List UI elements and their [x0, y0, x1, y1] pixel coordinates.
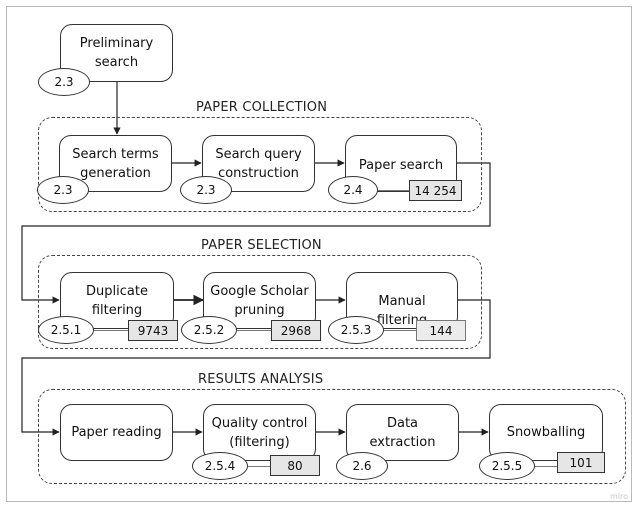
group-paper-selection [38, 255, 482, 349]
step-label-line1: Search terms [72, 146, 159, 162]
step-label-line2: construction [218, 165, 299, 181]
ref-badge-query-construction: 2.3 [180, 176, 232, 204]
step-label-line1: Data extraction [369, 415, 436, 450]
miro-watermark: miro [609, 492, 628, 501]
ref-badge-duplicate: 2.5.1 [38, 316, 94, 344]
ref-badge-preliminary: 2.3 [38, 68, 90, 96]
step-label-line1: Paper reading [71, 425, 162, 440]
step-label-line2: (filtering) [229, 435, 290, 450]
count-badge-snowballing: 101 [557, 452, 605, 473]
step-paper-reading: Paper reading [60, 404, 173, 461]
step-quality-control: Quality control (filtering) [203, 404, 316, 461]
step-snowballing: Snowballing [489, 404, 603, 461]
ref-badge-search-terms: 2.3 [37, 176, 89, 204]
count-badge-scholar: 2968 [271, 320, 321, 341]
connector-collection-to-selection [21, 162, 491, 304]
count-connector [248, 466, 270, 467]
step-label-line2: filtering [91, 302, 143, 318]
step-label-line1: Google Scholar [210, 283, 309, 299]
ref-badge-manual: 2.5.3 [328, 316, 384, 344]
step-label-line1: Duplicate [86, 283, 148, 299]
section-title-analysis: RESULTS ANALYSIS [198, 372, 324, 387]
count-badge-manual: 144 [416, 320, 466, 341]
step-label-line1: Preliminary [79, 36, 154, 51]
ref-badge-snowballing: 2.5.5 [479, 452, 535, 480]
diagram-frame [6, 6, 632, 502]
step-label-line2: search [94, 55, 139, 70]
step-label-line2: pruning [234, 302, 285, 318]
count-badge-paper-search: 14 254 [409, 180, 462, 201]
ref-badge-paper-search: 2.4 [328, 176, 378, 204]
ref-badge-extraction: 2.6 [336, 452, 388, 480]
section-title-collection: PAPER COLLECTION [196, 100, 328, 115]
count-connector [378, 190, 409, 191]
ref-badge-quality: 2.5.4 [192, 452, 248, 480]
count-badge-quality: 80 [270, 455, 320, 476]
step-label-line1: Snowballing [506, 425, 586, 440]
group-paper-collection [38, 117, 482, 212]
step-label-line1: Search query [215, 146, 302, 162]
group-results-analysis [38, 389, 626, 484]
connector-selection-to-analysis [21, 299, 491, 436]
step-label-line1: Manual filtering [376, 294, 428, 328]
step-duplicate-filtering: Duplicate filtering [60, 272, 174, 329]
count-badge-duplicate: 9743 [128, 320, 178, 341]
step-label-line1: Paper search [358, 158, 444, 173]
count-connector [535, 466, 557, 467]
step-label-line1: Quality control [211, 416, 308, 431]
count-connector [237, 330, 271, 331]
ref-badge-scholar: 2.5.2 [181, 316, 237, 344]
step-data-extraction: Data extraction [346, 404, 459, 461]
count-connector [384, 330, 416, 331]
count-connector [94, 330, 128, 331]
section-title-selection: PAPER SELECTION [201, 238, 322, 253]
step-label-line2: generation [80, 165, 151, 181]
